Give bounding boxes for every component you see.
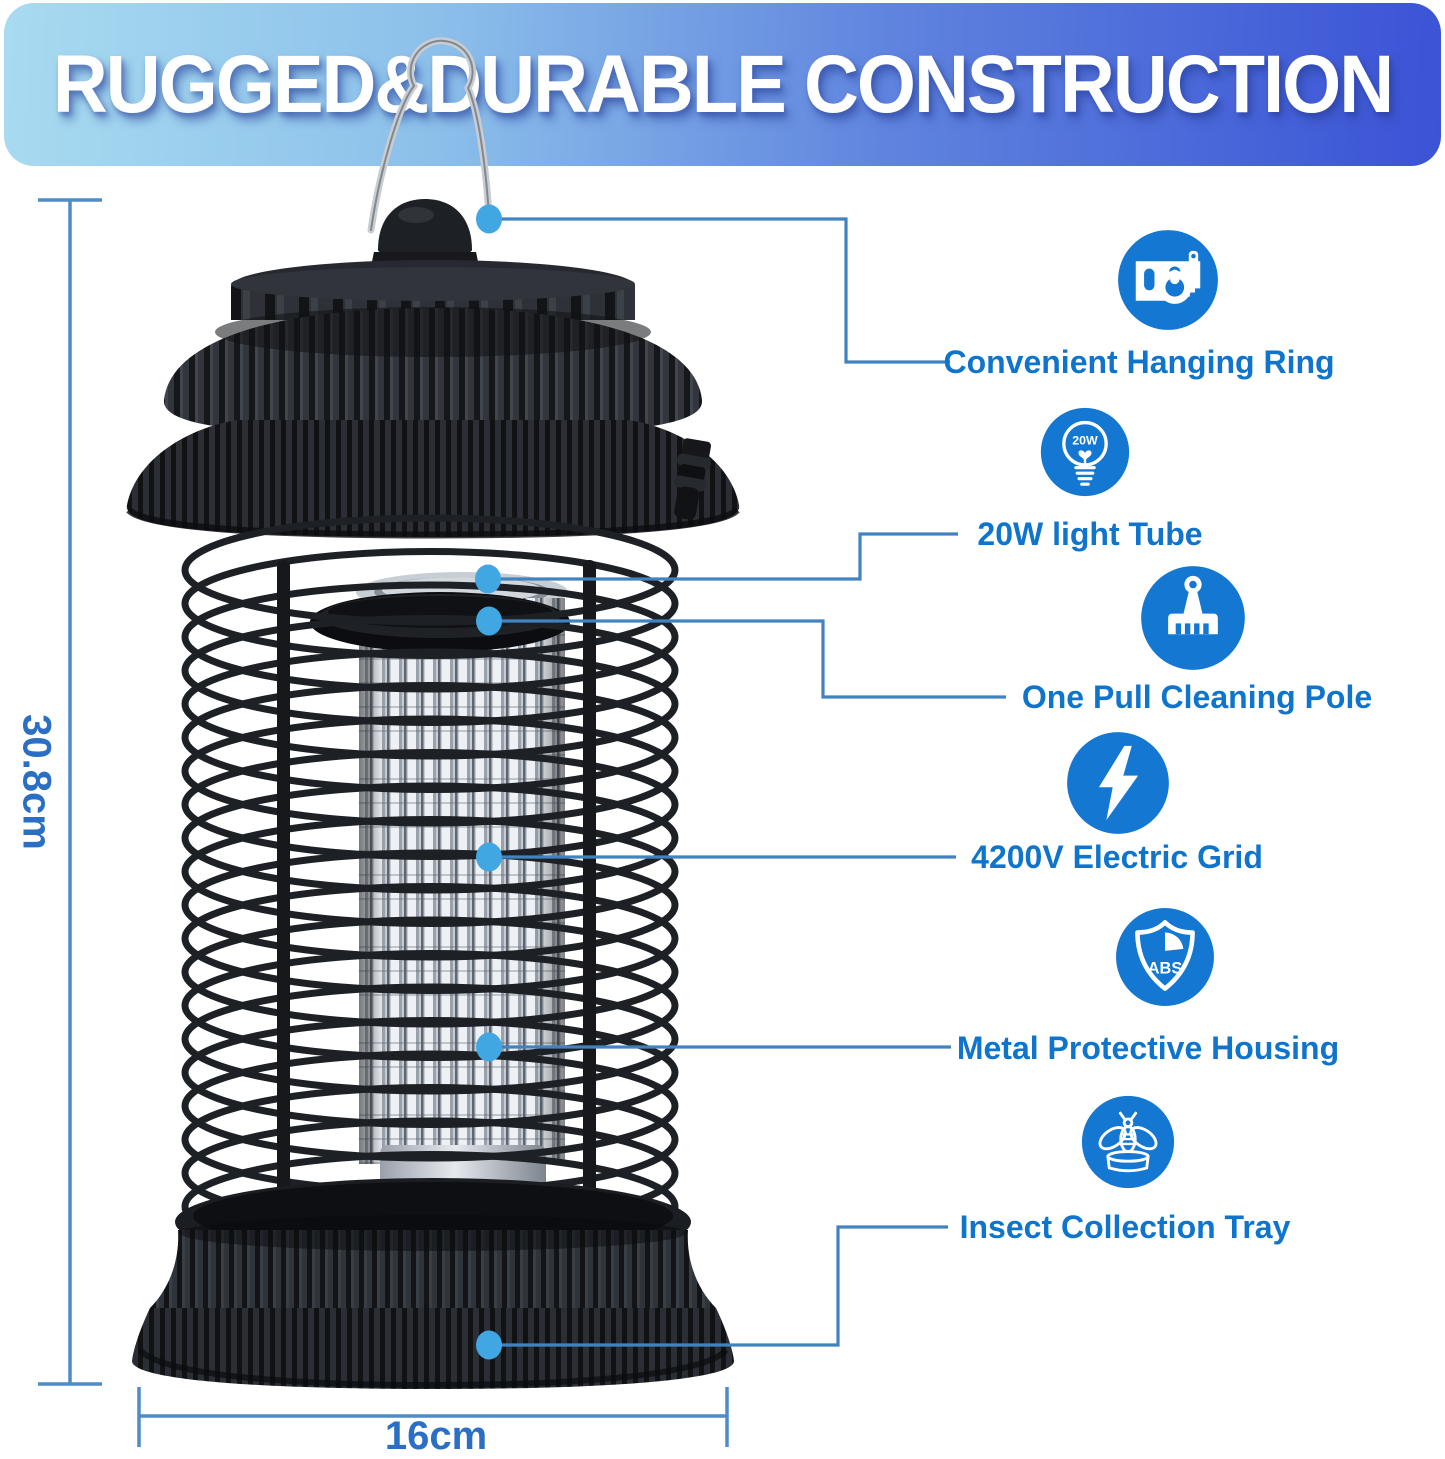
- leader-line-light-tube: [488, 532, 958, 581]
- insect-icon: [1081, 1095, 1175, 1189]
- base-housing: [132, 1215, 734, 1389]
- banner-title: RUGGED&DURABLE CONSTRUCTION: [52, 38, 1394, 131]
- callout-dot-housing: [476, 1032, 502, 1062]
- leader-line-collection-tray: [489, 1225, 948, 1347]
- callout-dot-electric-grid: [476, 842, 502, 872]
- cap-skirt: [126, 420, 740, 539]
- abs-shield-icon: ABS: [1116, 908, 1214, 1006]
- callout-dot-collection-tray: [476, 1330, 502, 1360]
- hanging-ring-icon: [1118, 230, 1218, 330]
- hanging-handle: [367, 37, 493, 234]
- width-dimension-line: [137, 1387, 729, 1447]
- callout-dot-hanging-ring: [476, 204, 502, 234]
- abs-text: ABS: [1148, 959, 1183, 977]
- callout-dot-light-tube: [475, 564, 501, 594]
- light-tube: [356, 572, 568, 1164]
- height-dimension-line: [38, 198, 102, 1386]
- leader-line-cleaning-pole: [489, 619, 1006, 699]
- leader-lines: [488, 217, 1006, 1347]
- title-banner: RUGGED&DURABLE CONSTRUCTION: [4, 3, 1441, 166]
- callout-label-collection-tray: Insect Collection Tray: [959, 1209, 1291, 1245]
- callout-dot-cleaning-pole: [476, 606, 502, 636]
- leader-line-hanging-ring: [489, 217, 950, 364]
- lightning-bolt-icon: [1067, 732, 1169, 834]
- width-dimension-label: 16cm: [384, 1414, 488, 1458]
- cap-dome: [163, 307, 703, 436]
- callout-label-hanging-ring: Convenient Hanging Ring: [943, 344, 1335, 380]
- bulb-wattage-text: 20W: [1072, 434, 1098, 448]
- callout-label-cleaning-pole: One Pull Cleaning Pole: [1021, 679, 1373, 715]
- power-connector: [674, 438, 712, 520]
- callout-label-light-tube: 20W light Tube: [977, 516, 1203, 552]
- callout-dots: [475, 204, 502, 1360]
- callout-label-electric-grid: 4200V Electric Grid: [971, 839, 1263, 875]
- protective-cage: [185, 518, 675, 1292]
- light-bulb-icon: 20W: [1040, 407, 1130, 497]
- callout-label-housing: Metal Protective Housing: [956, 1030, 1340, 1066]
- height-dimension-label: 30.8cm: [14, 714, 59, 850]
- cleaning-brush-icon: [1141, 566, 1245, 670]
